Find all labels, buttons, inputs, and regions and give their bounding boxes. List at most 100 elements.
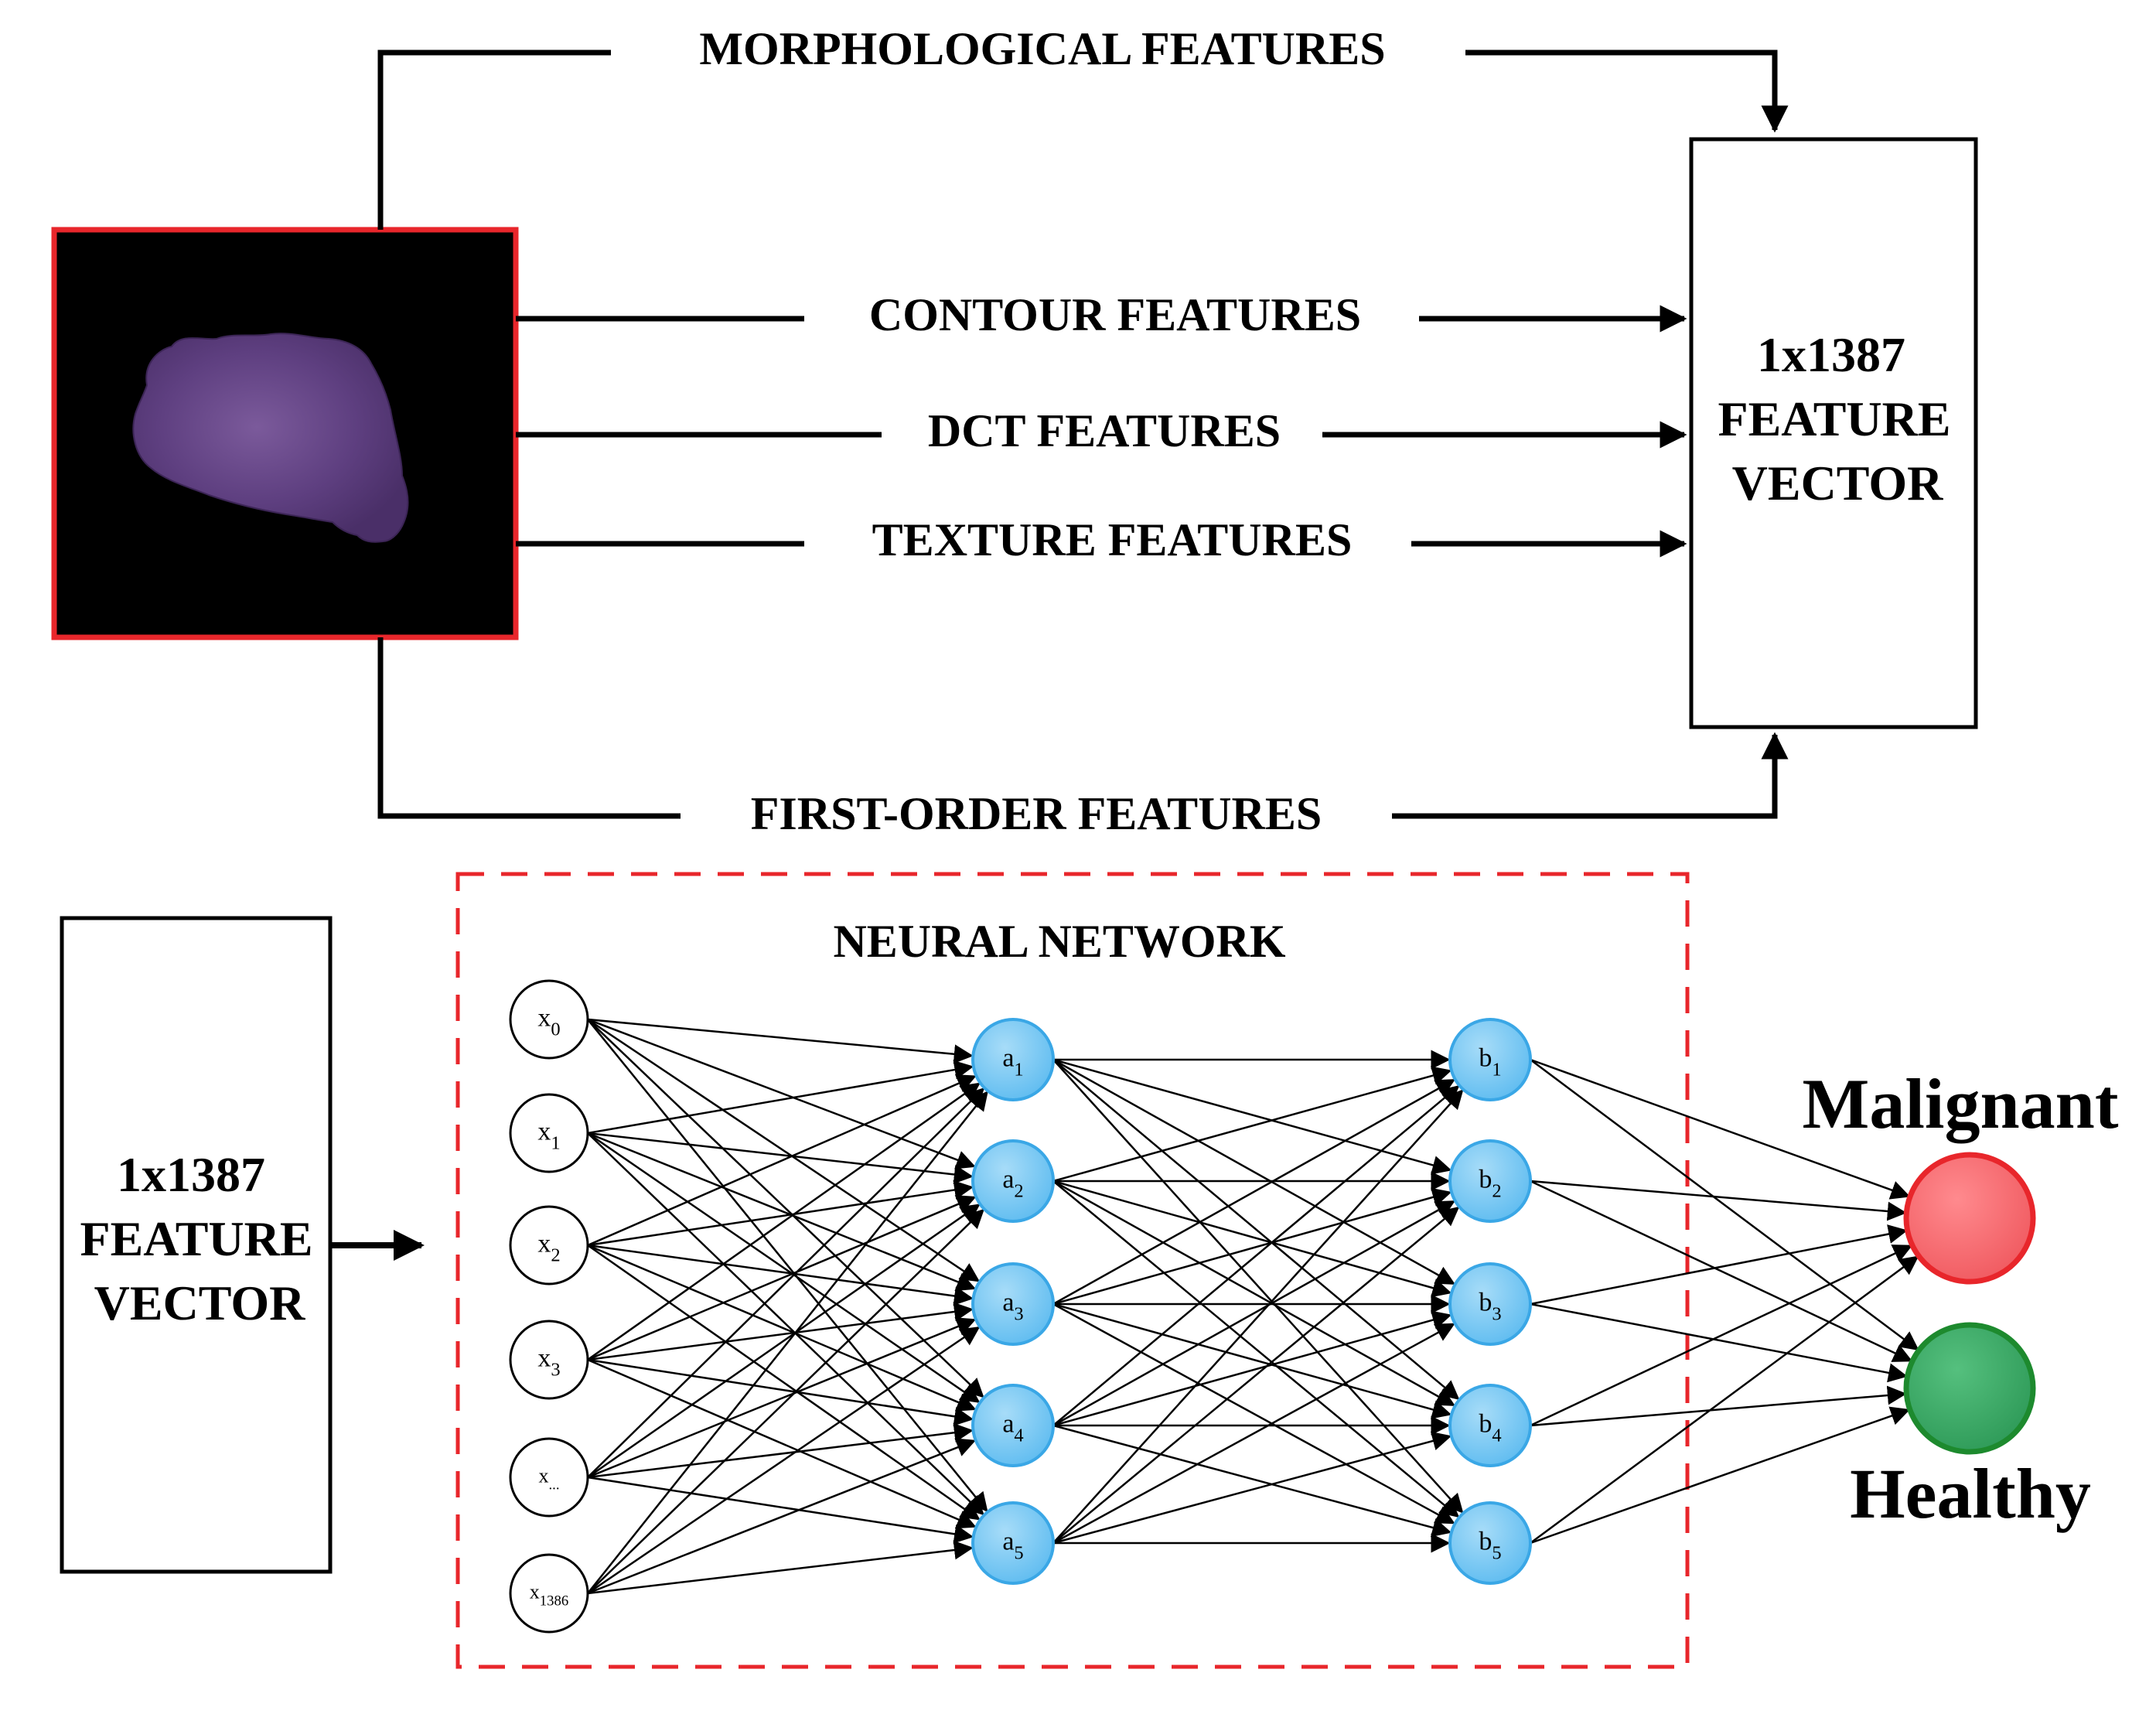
healthy-label: Healthy	[1850, 1454, 2091, 1533]
morphological-features-label: MORPHOLOGICAL FEATURES	[699, 23, 1385, 74]
network-edge	[587, 1208, 985, 1594]
network-edge	[587, 1132, 984, 1516]
network-edge	[1530, 1385, 1907, 1427]
network-edge	[1052, 1303, 1455, 1525]
hidden2-node-circle	[1448, 1501, 1532, 1585]
network-edge	[1052, 1058, 1452, 1175]
network-edge	[1052, 1066, 1452, 1183]
network-edge	[1052, 1180, 1456, 1406]
input-node: x1	[509, 1093, 589, 1173]
hidden2-node: b5	[1448, 1501, 1532, 1585]
network-edge	[1052, 1200, 1456, 1427]
malignant-output-node-circle	[1903, 1152, 2036, 1285]
network-edge	[587, 1019, 988, 1513]
texture-features-label: TEXTURE FEATURES	[872, 514, 1353, 565]
network-edge	[587, 1132, 974, 1184]
hidden1-node-label: a1	[1002, 1044, 1023, 1081]
feature-vector-top-line3: VECTOR	[1732, 456, 1943, 510]
hidden1-node-label: a5	[1002, 1528, 1023, 1564]
hidden2-node-label: b1	[1479, 1044, 1501, 1081]
network-edge	[1052, 1431, 1452, 1545]
hidden2-node: b2	[1448, 1139, 1532, 1223]
network-edge	[1052, 1180, 1452, 1298]
hidden1-node-circle	[971, 1262, 1055, 1346]
network-edge	[587, 1244, 974, 1306]
feature-vector-top-line2: FEATURE	[1718, 391, 1950, 446]
morphological-connector	[377, 50, 1789, 230]
network-edge	[587, 1326, 981, 1595]
hidden1-node: a2	[971, 1139, 1055, 1223]
network-edge	[1052, 1180, 1460, 1518]
network-edge	[587, 1358, 977, 1529]
input-node-circle	[509, 1320, 589, 1400]
network-edge	[587, 1082, 981, 1361]
input-node: x1386	[509, 1553, 589, 1634]
network-edge	[587, 1018, 974, 1064]
network-nodes: x0 x1 x2 x3 x... x1386 a1 a2 a3 a4 a5 b1 b2 b3 b4 b5	[509, 979, 2036, 1634]
network-edge	[1530, 1255, 1919, 1545]
network-edge	[1052, 1206, 1460, 1544]
input-node: x0	[509, 979, 589, 1060]
hidden2-node: b3	[1448, 1262, 1532, 1346]
neural-network-frame	[455, 872, 1690, 1669]
network-edge	[1530, 1406, 1911, 1545]
input-node-circle	[509, 1093, 589, 1173]
network-edge	[587, 1204, 981, 1479]
network-edge	[1052, 1085, 1460, 1426]
input-node-label: x2	[537, 1230, 560, 1266]
network-edge	[587, 1317, 977, 1479]
network-edge	[587, 1018, 981, 1282]
input-node-circle	[509, 1205, 589, 1286]
input-node-circle	[509, 1437, 589, 1518]
network-edge	[587, 1091, 988, 1594]
feature-vector-top-line1: 1x1387	[1757, 327, 1905, 382]
network-edge	[1052, 1310, 1452, 1427]
network-edge	[1052, 1187, 1452, 1306]
input-node-label: x0	[537, 1004, 560, 1040]
first-order-features-label: FIRST-ORDER FEATURES	[751, 788, 1322, 839]
neural-network-title: NEURAL NETWORK	[833, 916, 1285, 967]
hidden1-node-circle	[971, 1018, 1055, 1101]
hidden2-node-label: b3	[1479, 1289, 1501, 1325]
network-edge	[1052, 1303, 1452, 1419]
input-node: x...	[509, 1437, 589, 1518]
network-edge	[1052, 1058, 1456, 1285]
hidden1-node-circle	[971, 1384, 1055, 1467]
hidden2-node-circle	[1448, 1018, 1532, 1101]
network-edge	[1052, 1323, 1455, 1545]
input-node: x3	[509, 1320, 589, 1400]
first-order-connector	[377, 637, 1789, 819]
network-edge	[1530, 1303, 1908, 1383]
input-node-label: x...	[538, 1465, 559, 1494]
network-edge	[587, 1087, 985, 1478]
network-edge	[587, 1018, 976, 1169]
input-node: x2	[509, 1205, 589, 1286]
hidden1-node-circle	[971, 1139, 1055, 1223]
input-node-label: x1386	[530, 1581, 568, 1610]
hidden2-node-label: b2	[1479, 1166, 1501, 1202]
cell-image	[51, 227, 519, 640]
network-edge	[587, 1244, 977, 1412]
network-edge	[587, 1074, 977, 1247]
hidden1-node-circle	[971, 1501, 1055, 1585]
network-edge	[1530, 1058, 1911, 1200]
hidden1-node: a3	[971, 1262, 1055, 1346]
hidden1-node: a4	[971, 1384, 1055, 1467]
network-edge	[1530, 1180, 1907, 1221]
input-node-circle	[509, 979, 589, 1060]
network-edge	[587, 1358, 974, 1426]
input-node-label: x1	[537, 1118, 560, 1154]
network-edge	[587, 1019, 984, 1398]
hidden1-node: a5	[971, 1501, 1055, 1585]
network-edge	[587, 1132, 981, 1403]
hidden1-node: a1	[971, 1018, 1055, 1101]
network-edge	[587, 1060, 974, 1135]
hidden2-node-circle	[1448, 1262, 1532, 1346]
hidden2-node-label: b5	[1479, 1528, 1501, 1564]
dct-features-label: DCT FEATURES	[928, 405, 1281, 456]
network-edge	[587, 1422, 974, 1479]
network-edge	[1052, 1059, 1464, 1514]
hidden2-node: b4	[1448, 1384, 1532, 1467]
network-edge	[587, 1244, 981, 1521]
